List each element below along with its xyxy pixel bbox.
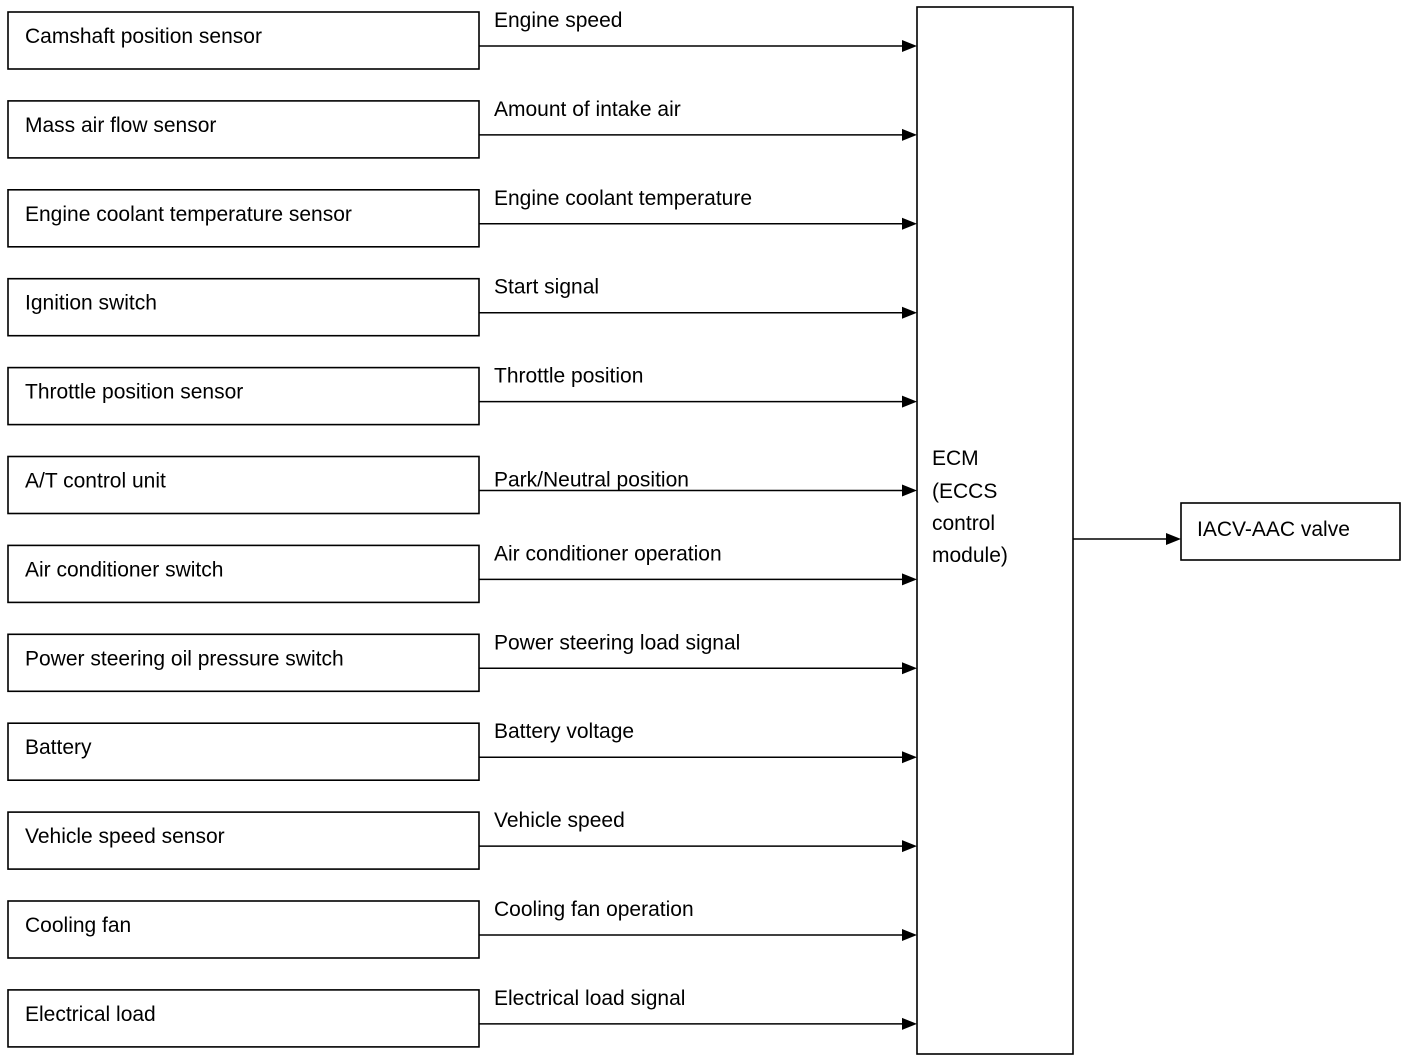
sensor-box (7, 633, 480, 693)
signal-label: Power steering load signal (494, 631, 740, 654)
input-row: Power steering oil pressure switch Power … (7, 631, 917, 693)
signal-label: Cooling fan operation (494, 898, 694, 921)
signal-label: Engine speed (494, 9, 622, 32)
ecm-label-line-4: module) (932, 544, 1008, 567)
input-row: Electrical load Electrical load signal (7, 987, 917, 1048)
sensor-label: A/T control unit (25, 470, 166, 493)
input-row: Throttle position sensor Throttle positio… (7, 365, 917, 426)
signal-label: Vehicle speed (494, 809, 625, 832)
signal-label: Amount of intake air (494, 98, 681, 121)
signal-label: Air conditioner operation (494, 542, 722, 565)
signal-arrowhead (902, 128, 917, 141)
sensor-label: Cooling fan (25, 914, 131, 937)
iacv-aac-valve-label: IACV-AAC valve (1197, 518, 1350, 541)
iacv-aac-valve-box (1180, 502, 1401, 561)
input-row: Cooling fan Cooling fan operation (7, 898, 917, 959)
ecm-label-line-1: ECM (932, 447, 979, 470)
signal-arrowhead (902, 662, 917, 675)
signal-label: Start signal (494, 276, 599, 299)
signal-label: Battery voltage (494, 720, 634, 743)
input-signals: Camshaft position sensor Engine speedMass… (7, 9, 917, 1048)
sensor-label: Ignition switch (25, 292, 157, 315)
signal-arrowhead (902, 573, 917, 586)
input-row: Engine coolant temperature sensor Engine … (7, 187, 917, 248)
input-row: Camshaft position sensor Engine speed (7, 9, 917, 70)
input-row: Battery Battery voltage (7, 720, 917, 782)
sensor-label: Vehicle speed sensor (25, 825, 225, 848)
sensor-box (7, 722, 480, 782)
ecm-label-line-2: (ECCS (932, 480, 997, 503)
signal-label: Electrical load signal (494, 987, 685, 1010)
signal-arrowhead (902, 1017, 917, 1030)
signal-arrowhead (902, 395, 917, 408)
signal-label: Throttle position (494, 365, 643, 388)
sensor-label: Power steering oil pressure switch (25, 647, 344, 670)
signal-label: Engine coolant temperature (494, 187, 752, 210)
input-row: Mass air flow sensor Amount of intake air (7, 98, 917, 159)
signal-label: Park/Neutral position (494, 469, 689, 492)
signal-arrowhead (902, 840, 917, 853)
signal-arrowhead (902, 751, 917, 764)
ecm-label-line-3: control (932, 512, 995, 535)
sensor-label: Air conditioner switch (25, 558, 223, 581)
signal-arrowhead (902, 217, 917, 230)
sensor-box (7, 189, 480, 248)
sensor-label: Throttle position sensor (25, 381, 243, 404)
sensor-label: Mass air flow sensor (25, 114, 216, 137)
sensor-box (7, 455, 480, 515)
sensor-box (7, 11, 480, 70)
signal-arrowhead (902, 929, 917, 941)
sensor-box (7, 900, 480, 959)
input-row: Vehicle speed sensor Vehicle speed (7, 809, 917, 870)
input-row: Air conditioner switch Air conditioner op… (7, 542, 917, 604)
ecm-box (916, 6, 1074, 1055)
signal-arrowhead (902, 306, 917, 319)
signal-arrowhead (902, 484, 917, 497)
signal-arrowhead (902, 40, 917, 52)
sensor-label: Electrical load (25, 1003, 156, 1026)
sensor-box (7, 544, 480, 604)
sensor-box (7, 811, 480, 870)
sensor-label: Battery (25, 736, 92, 759)
sensor-box (7, 366, 480, 426)
sensor-label: Camshaft position sensor (25, 25, 262, 48)
input-row: Ignition switch Start signal (7, 276, 917, 337)
sensor-box (7, 277, 480, 337)
sensor-box (7, 100, 480, 159)
output-arrowhead (1166, 533, 1181, 545)
input-row: A/T control unit Park/Neutral position (7, 455, 917, 515)
sensor-box (7, 989, 480, 1048)
sensor-label: Engine coolant temperature sensor (25, 203, 352, 226)
